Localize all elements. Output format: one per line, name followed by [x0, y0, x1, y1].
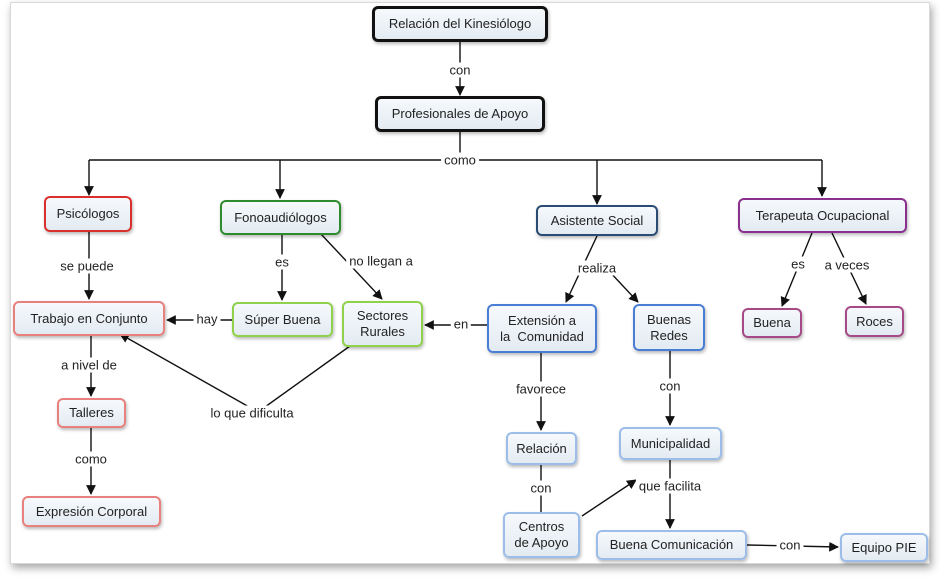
node-asistente-social[interactable]: Asistente Social — [536, 205, 658, 236]
node-label-line-2: de Apoyo — [514, 535, 569, 550]
node-label: Talleres — [69, 405, 114, 420]
node-buenas-redes[interactable]: Buenas Redes — [633, 304, 705, 351]
link-label-con: con — [776, 537, 804, 553]
link-label-a-veces: a veces — [821, 257, 873, 273]
node-label: Súper Buena — [244, 311, 321, 327]
link-label-con: con — [446, 62, 474, 78]
link-label-es: es — [272, 254, 292, 270]
link-label-es: es — [788, 256, 808, 272]
node-label: Terapeuta Ocupacional — [755, 207, 890, 223]
node-psicologos[interactable]: Psicólogos — [44, 196, 132, 232]
node-label: Buena — [753, 315, 791, 330]
node-label: Fonoaudiólogos — [234, 209, 327, 225]
node-terapeuta-ocupacional[interactable]: Terapeuta Ocupacional — [738, 198, 907, 233]
node-label-line-2: Rurales — [360, 324, 405, 339]
node-label-line-1: Buenas — [646, 311, 692, 327]
node-expresion-corporal[interactable]: Expresión Corporal — [22, 496, 161, 527]
node-label: Buena Comunicación — [609, 537, 734, 552]
node-label: Equipo PIE — [851, 539, 917, 555]
concept-map-canvas — [10, 2, 930, 564]
node-label: Asistente Social — [550, 212, 644, 228]
link-label-como: como — [72, 451, 110, 467]
node-extension-comunidad[interactable]: Extensión a la Comunidad — [487, 304, 597, 353]
node-buena[interactable]: Buena — [742, 308, 802, 338]
node-label: Expresión Corporal — [35, 503, 148, 519]
link-label-con: con — [656, 378, 684, 394]
node-centros-de-apoyo[interactable]: Centros de Apoyo — [503, 512, 580, 558]
link-label-a-nivel-de: a nivel de — [58, 357, 120, 373]
node-sectores-rurales[interactable]: Sectores Rurales — [342, 301, 423, 347]
link-label-que-facilita: que facilita — [635, 478, 705, 494]
node-profesionales-apoyo[interactable]: Profesionales de Apoyo — [375, 96, 545, 132]
node-label-line-1: Centros — [518, 519, 565, 534]
node-label-line-2: Redes — [650, 327, 688, 343]
node-label: Psicólogos — [56, 206, 120, 221]
node-label: Municipalidad — [630, 435, 711, 451]
link-label-en: en — [450, 316, 472, 332]
node-talleres[interactable]: Talleres — [57, 398, 126, 428]
node-buena-comunicacion[interactable]: Buena Comunicación — [596, 530, 747, 560]
node-label-line-1: Sectores — [356, 308, 409, 323]
node-label: Relación del Kinesiólogo — [388, 16, 532, 31]
link-label-hay: hay — [193, 311, 221, 327]
node-roces[interactable]: Roces — [845, 306, 904, 337]
node-equipo-pie[interactable]: Equipo PIE — [840, 533, 928, 562]
link-label-como: como — [441, 152, 479, 168]
node-relacion[interactable]: Relación — [506, 432, 577, 465]
link-label-favorece: favorece — [513, 381, 569, 397]
node-label-line-2: la Comunidad — [500, 328, 584, 344]
link-label-realiza: realiza — [574, 260, 620, 276]
link-label-se-puede: se puede — [57, 258, 117, 274]
node-label: Relación — [516, 440, 567, 456]
node-trabajo-en-conjunto[interactable]: Trabajo en Conjunto — [13, 301, 165, 336]
node-label: Profesionales de Apoyo — [391, 106, 529, 121]
node-label: Trabajo en Conjunto — [30, 310, 148, 326]
node-fonoaudiologos[interactable]: Fonoaudiólogos — [220, 200, 341, 235]
link-label-con: con — [527, 480, 555, 496]
node-super-buena[interactable]: Súper Buena — [232, 302, 333, 337]
node-label: Roces — [856, 313, 893, 329]
link-label-lo-que-dificulta: lo que dificulta — [207, 405, 297, 421]
link-label-no-llegan-a: no llegan a — [346, 253, 416, 269]
node-municipalidad[interactable]: Municipalidad — [619, 427, 722, 460]
node-label-line-1: Extensión a — [508, 312, 576, 328]
node-relacion-kinesiologo[interactable]: Relación del Kinesiólogo — [372, 6, 548, 42]
